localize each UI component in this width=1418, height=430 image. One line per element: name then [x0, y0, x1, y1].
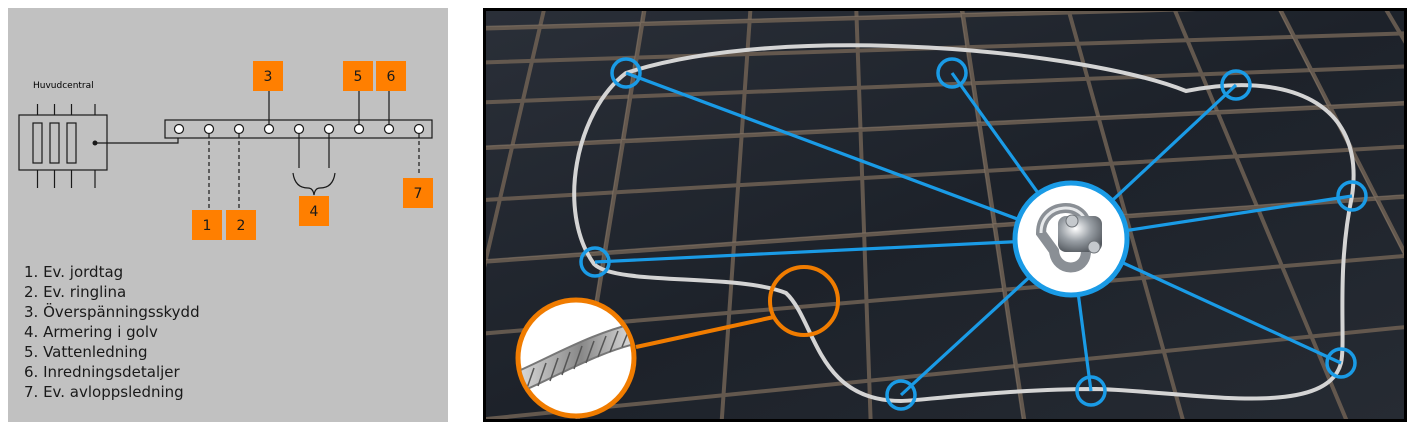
legend-list: 1. Ev. jordtag 2. Ev. ringlina 3. Översp… [24, 262, 200, 402]
connection-points [579, 57, 1368, 411]
steel-wire-rope-icon [515, 265, 840, 419]
main-central-icon [18, 104, 108, 188]
marker-6: 6 [376, 61, 406, 91]
schematic-panel: Huvudcentral [8, 8, 448, 422]
svg-text:2: 2 [237, 218, 246, 234]
svg-text:6: 6 [387, 69, 396, 85]
marker-3: 3 [253, 61, 283, 91]
legend-item: 1. Ev. jordtag [24, 263, 124, 281]
legend-item: 3. Överspänningsskydd [24, 303, 200, 321]
central-label: Huvudcentral [33, 81, 94, 91]
marker-5: 5 [343, 61, 373, 91]
legend-item: 6. Inredningsdetaljer [24, 363, 180, 381]
marker-1: 1 [192, 210, 222, 240]
rebar-grid [486, 11, 1404, 419]
rebar-photo-illustration [486, 11, 1404, 419]
legend-item: 2. Ev. ringlina [24, 283, 127, 301]
svg-text:3: 3 [264, 69, 273, 85]
wire-rope-clip-icon [1012, 180, 1130, 298]
bar-leads [208, 91, 420, 210]
marker-7: 7 [403, 178, 433, 208]
svg-text:1: 1 [203, 218, 212, 234]
rebar-photo [483, 8, 1407, 422]
legend-item: 4. Armering i golv [24, 323, 158, 341]
svg-text:4: 4 [310, 204, 319, 220]
marker-2: 2 [226, 210, 256, 240]
svg-text:7: 7 [414, 186, 423, 202]
legend-item: 7. Ev. avloppsledning [24, 383, 184, 401]
bar-terminals [173, 123, 425, 135]
schematic-diagram: Huvudcentral [18, 61, 433, 240]
ring-wire [572, 43, 1356, 404]
svg-text:5: 5 [354, 69, 363, 85]
legend-item: 5. Vattenledning [24, 343, 148, 361]
junction-dot [92, 140, 98, 146]
marker-4: 4 [299, 196, 329, 226]
